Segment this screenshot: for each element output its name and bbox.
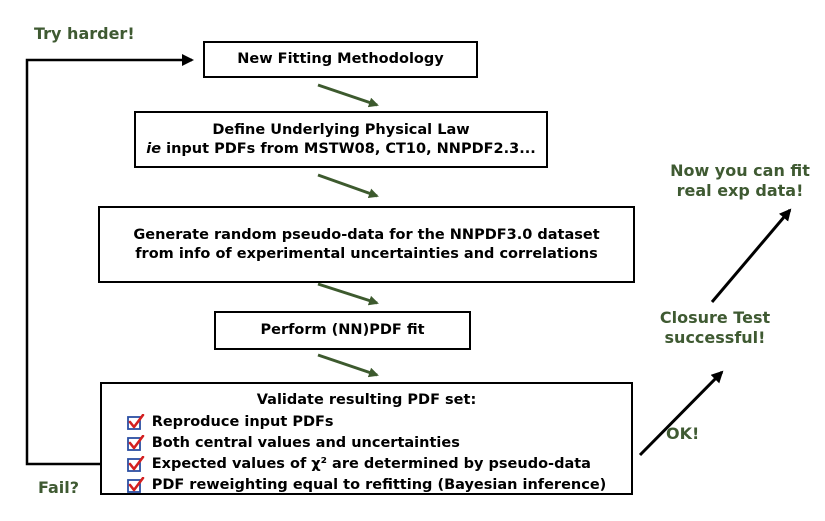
fail-label: Fail? — [38, 478, 80, 497]
generate-pseudo-data-line1: Generate random pseudo-data for the NNPD… — [133, 226, 600, 243]
checkbox-checked-icon — [126, 435, 144, 451]
feedback-loop-arrow — [25, 54, 194, 466]
checkbox-checked-icon — [126, 456, 144, 472]
define-input-pdfs-text: input PDFs from MSTW08, CT10, NNPDF2.3..… — [161, 140, 536, 157]
now-you-can-fit-line1: Now you can fit — [670, 161, 810, 180]
define-ie-text: ie — [146, 140, 162, 157]
checklist-item: Expected values of χ² are determined by … — [126, 454, 607, 475]
checklist-item-text: Expected values of χ² are determined by … — [151, 456, 591, 472]
closure-test-label: Closure Test successful! — [630, 308, 800, 348]
ok-label: OK! — [666, 424, 700, 443]
define-physical-law-line1: Define Underlying Physical Law — [212, 121, 470, 138]
checkbox-checked-icon — [126, 477, 144, 493]
checklist-item: Reproduce input PDFs — [126, 412, 607, 433]
flow-arrow-2 — [317, 173, 379, 199]
checklist-item-text: PDF reweighting equal to refitting (Baye… — [151, 477, 607, 493]
flow-arrow-1 — [317, 83, 379, 108]
perform-fit-box: Perform (NN)PDF fit — [214, 311, 471, 350]
perform-fit-text: Perform (NN)PDF fit — [260, 322, 425, 338]
generate-pseudo-data-box: Generate random pseudo-data for the NNPD… — [98, 206, 635, 283]
define-physical-law-line2: ie input PDFs from MSTW08, CT10, NNPDF2.… — [146, 140, 535, 159]
closure-test-line1: Closure Test — [659, 308, 771, 327]
validate-checklist: Reproduce input PDFs Both central values… — [126, 412, 607, 496]
new-fitting-methodology-text: New Fitting Methodology — [237, 51, 444, 67]
define-physical-law-box: Define Underlying Physical Law ie input … — [134, 111, 548, 168]
new-fitting-methodology-box: New Fitting Methodology — [203, 41, 478, 78]
validate-pdf-set-box: Validate resulting PDF set: Reproduce in… — [100, 382, 633, 495]
validate-title: Validate resulting PDF set: — [256, 392, 477, 408]
checklist-item-text: Reproduce input PDFs — [151, 414, 334, 430]
now-you-can-fit-label: Now you can fit real exp data! — [660, 161, 820, 201]
closure-test-line2: successful! — [664, 328, 766, 347]
now-you-can-fit-line2: real exp data! — [676, 181, 804, 200]
flow-arrow-3 — [317, 282, 379, 306]
try-harder-label: Try harder! — [34, 24, 135, 43]
flow-arrow-4 — [317, 353, 379, 378]
generate-pseudo-data-line2: from info of experimental uncertainties … — [135, 245, 598, 262]
checklist-item-text: Both central values and uncertainties — [151, 435, 460, 451]
checklist-item: PDF reweighting equal to refitting (Baye… — [126, 475, 607, 496]
ok-arrow — [638, 370, 724, 457]
checkbox-checked-icon — [126, 414, 144, 430]
checklist-item: Both central values and uncertainties — [126, 433, 607, 454]
success-arrow — [710, 208, 792, 303]
